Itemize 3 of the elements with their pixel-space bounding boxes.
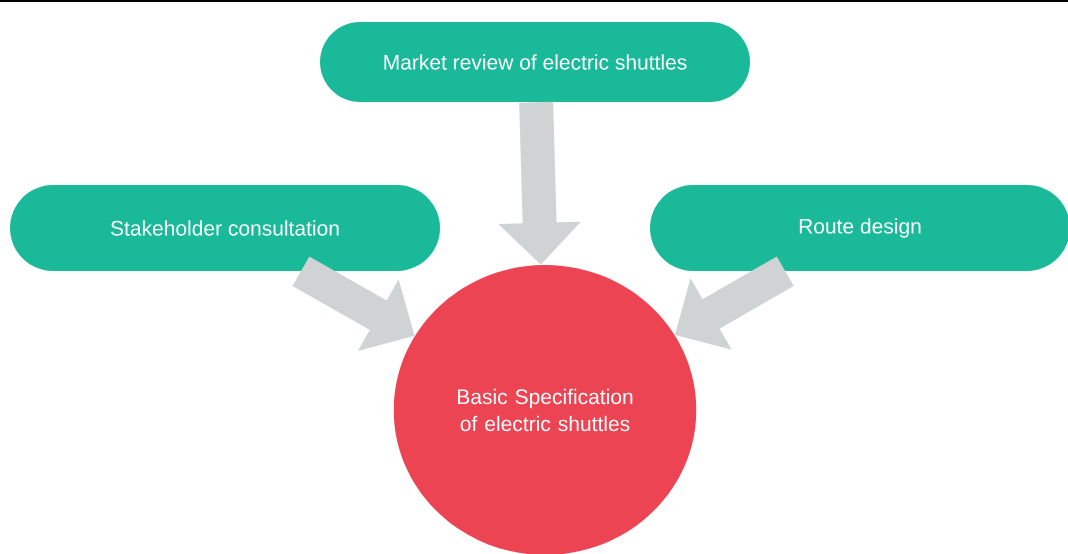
rounded-box: Stakeholder consultation <box>10 185 440 271</box>
rounded-box: Route design <box>650 185 1068 271</box>
rounded-box: Market review of electric shuttles <box>320 22 750 102</box>
